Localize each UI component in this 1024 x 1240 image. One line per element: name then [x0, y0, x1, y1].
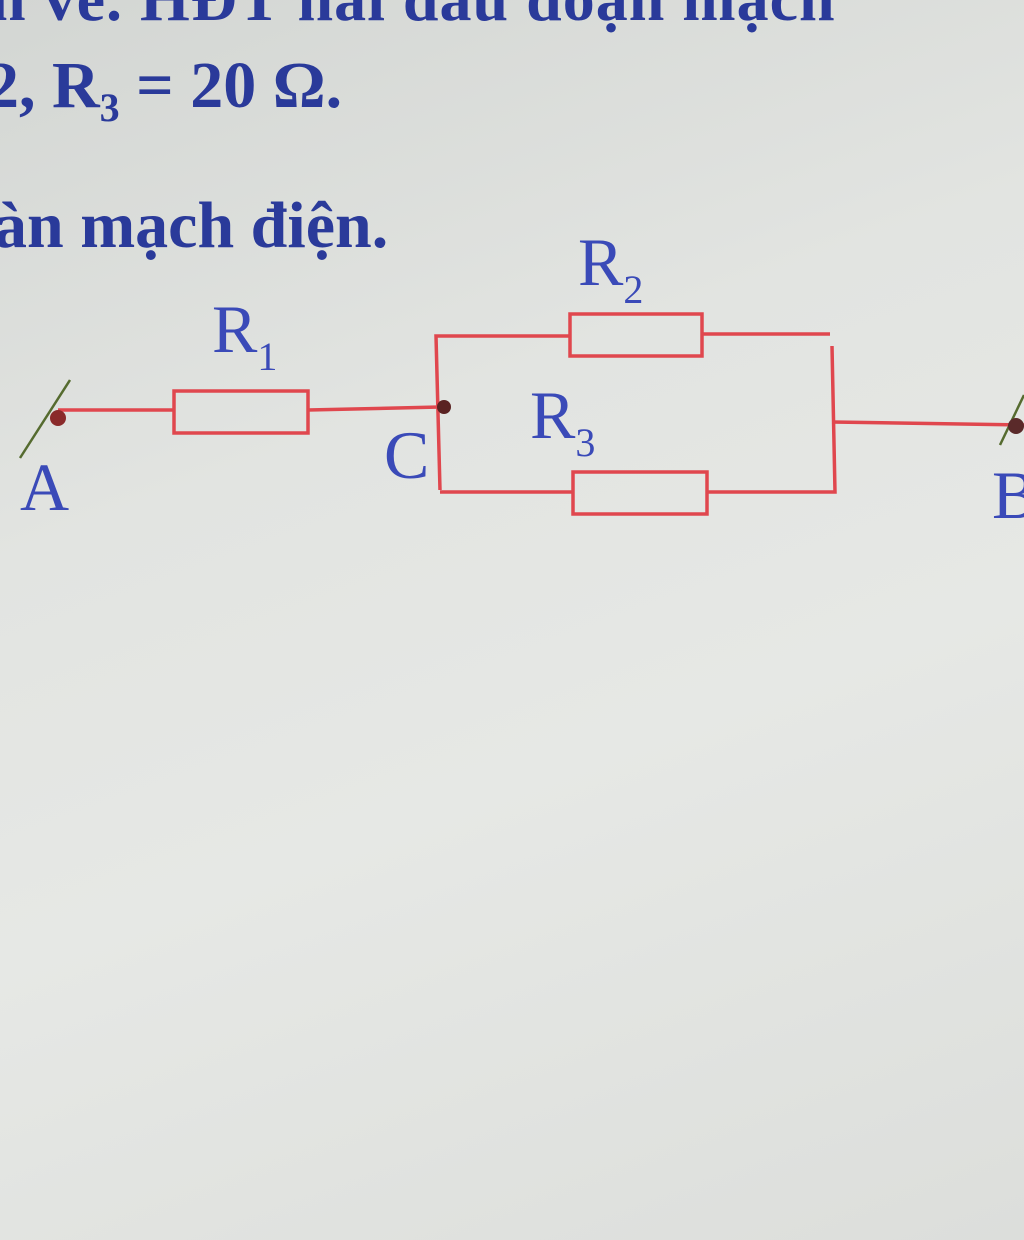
label-node-b: B — [992, 457, 1024, 533]
r3-value-prefix: 2, R — [0, 49, 100, 122]
wire-r3-right — [707, 345, 837, 494]
node-c-dot — [437, 400, 451, 414]
problem-text-line-0: n vẽ. HĐT hai đầu đoạn mạch — [0, 0, 836, 36]
label-r1: R1 — [212, 291, 277, 379]
label-node-a: A — [20, 449, 69, 525]
wire-to-b — [831, 420, 1024, 427]
resistor-r2 — [568, 312, 704, 358]
resistor-r1 — [172, 389, 310, 435]
label-node-c: C — [384, 417, 429, 493]
r3-value-subscript: 3 — [99, 85, 120, 131]
terminal-a-tick — [18, 379, 72, 459]
wire-r1-c — [307, 405, 441, 412]
terminal-a-dot — [50, 410, 66, 426]
terminal-b-dot — [1008, 418, 1024, 434]
wire-c-r2 — [434, 334, 570, 491]
label-r2: R2 — [578, 224, 643, 312]
problem-text-line-1: 2, R3 = 20 Ω. — [0, 48, 342, 131]
r3-value-suffix: = 20 Ω. — [119, 49, 343, 122]
resistor-r3 — [571, 470, 709, 516]
problem-text-line-2: àn mạch điện. — [0, 189, 389, 262]
label-r3: R3 — [530, 377, 595, 465]
